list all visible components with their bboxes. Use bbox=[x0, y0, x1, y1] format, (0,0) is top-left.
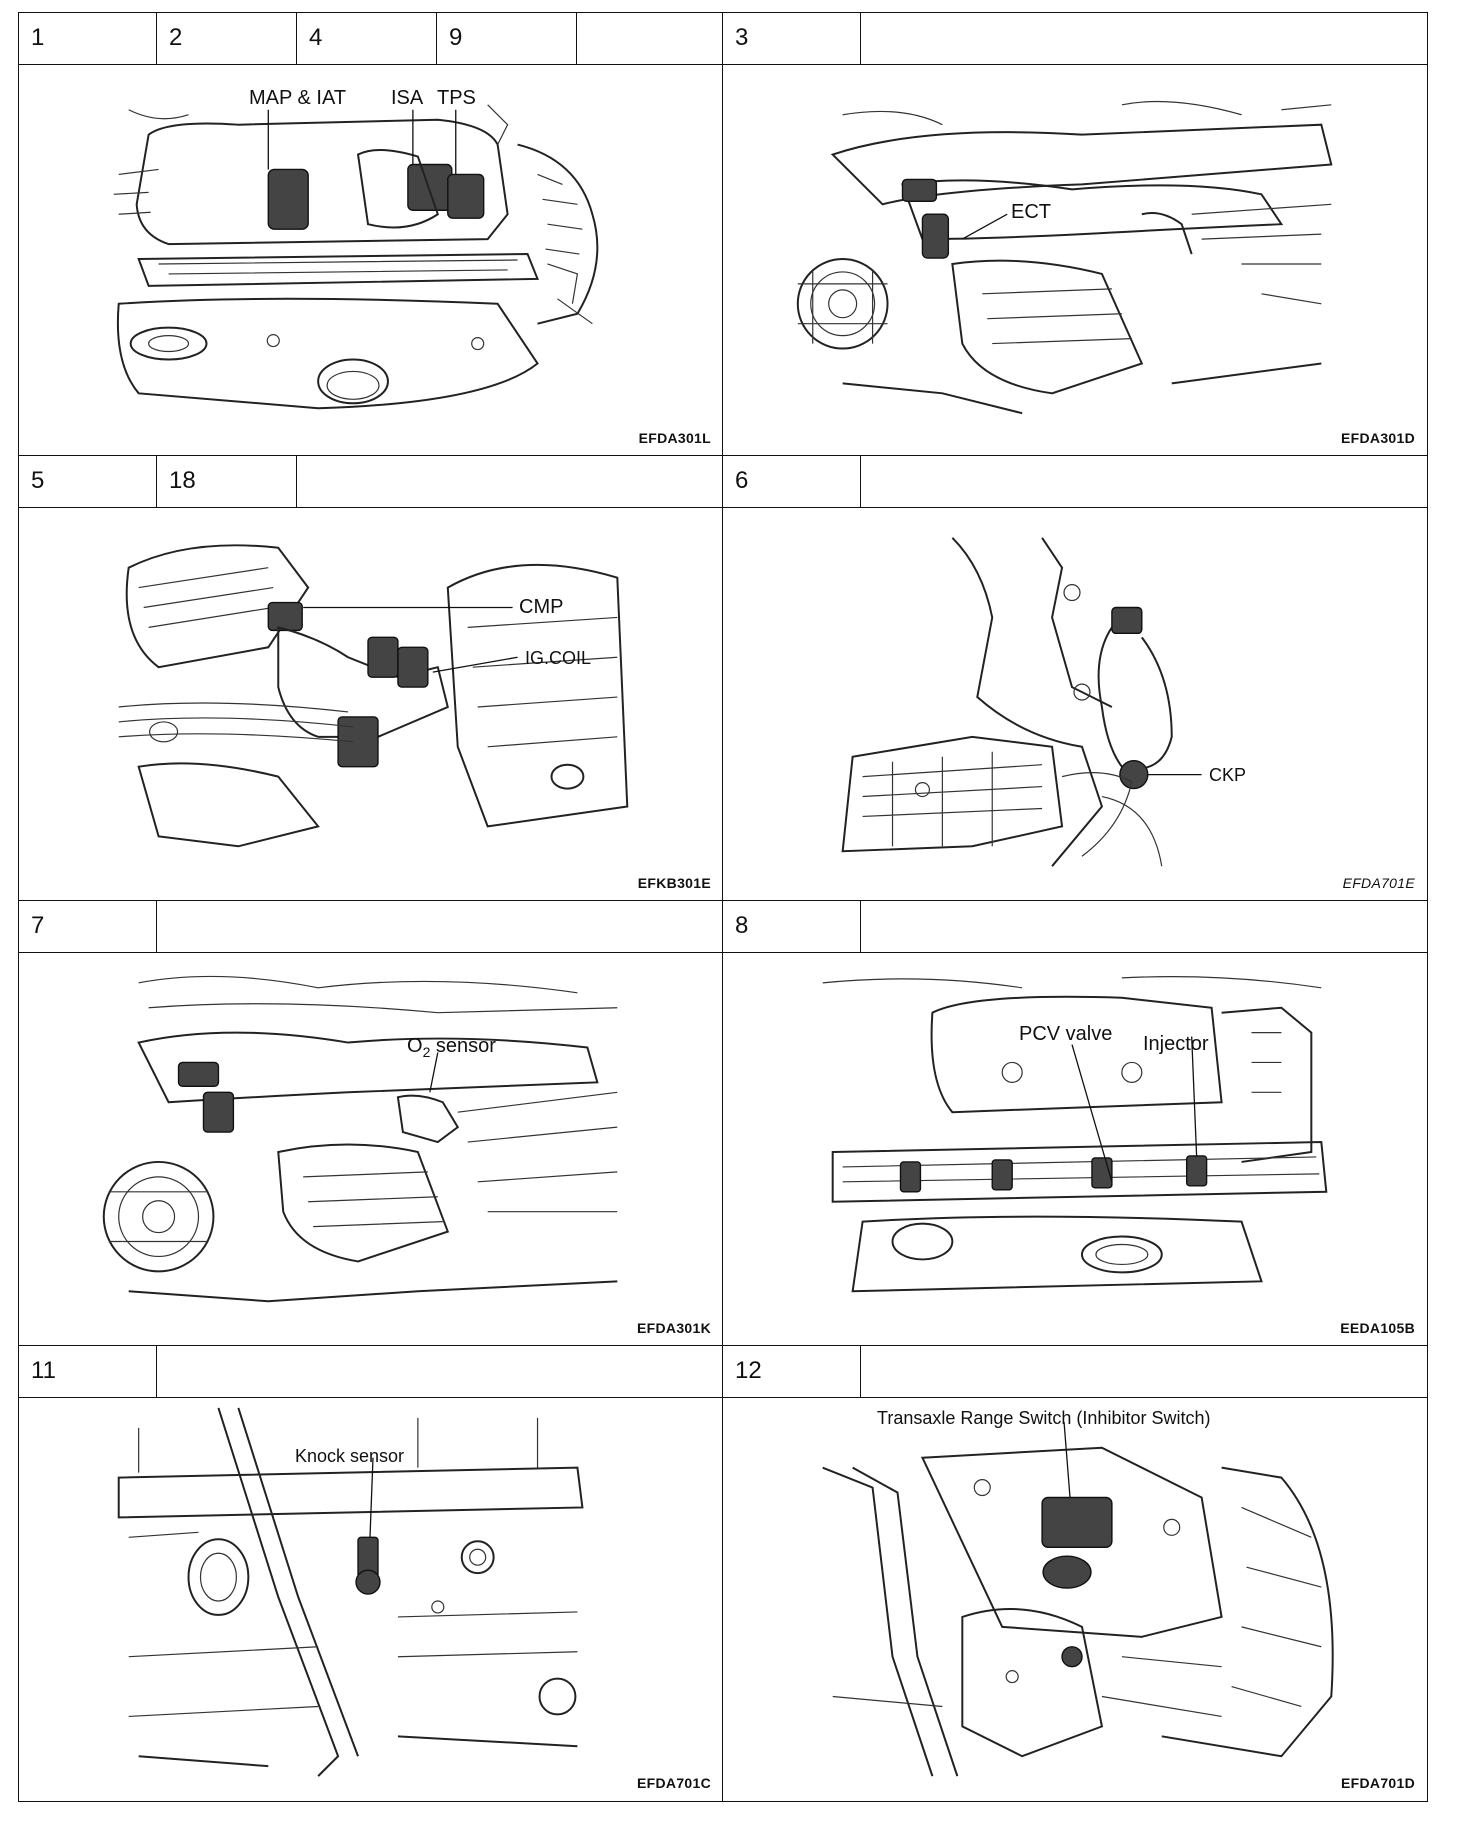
callout-o2-rest: sensor bbox=[430, 1035, 496, 1057]
index-tab: 2 bbox=[157, 13, 297, 64]
index-tab bbox=[861, 13, 1429, 64]
index-tab bbox=[861, 1346, 1429, 1397]
engine-drawing bbox=[841, 537, 1202, 867]
panel-pcv-injector: 8 PCV valv bbox=[722, 900, 1428, 1347]
engine-drawing bbox=[113, 104, 599, 410]
engine-illustration: CKP EFDA701E bbox=[723, 508, 1427, 901]
panel-ect: 3 ECT EFDA301D bbox=[722, 12, 1428, 457]
callout-transaxle-range-switch: Transaxle Range Switch (Inhibitor Switch… bbox=[877, 1408, 1211, 1428]
figure-code: EFDA301L bbox=[638, 430, 711, 446]
panel-knock-sensor: 11 Knock sensor EFDA70 bbox=[18, 1345, 724, 1802]
index-tab: 11 bbox=[19, 1346, 157, 1397]
engine-illustration: MAP & IAT ISA TPS EFDA301L bbox=[19, 65, 723, 456]
engine-drawing bbox=[796, 100, 1333, 415]
panel-header: 8 bbox=[723, 901, 1427, 953]
figure-code: EFKB301E bbox=[637, 875, 711, 891]
sensor-location-sheet: 1 2 4 9 bbox=[18, 12, 1428, 1802]
callout-map-iat: MAP & IAT bbox=[249, 87, 347, 109]
index-tab: 5 bbox=[19, 456, 157, 507]
panel-header: 7 bbox=[19, 901, 723, 953]
panel-header: 5 18 bbox=[19, 456, 723, 508]
callout-o2-subscript: 2 bbox=[422, 1044, 431, 1060]
figure-code: EFDA701C bbox=[637, 1775, 711, 1791]
figure-code: EFDA701D bbox=[1341, 1775, 1415, 1791]
panel-transaxle-range-switch: 12 Transaxle Range Switch (Inhibitor bbox=[722, 1345, 1428, 1802]
panel-cmp-ig-coil: 5 18 CMP IG.COIL EF bbox=[18, 455, 724, 902]
callout-ckp: CKP bbox=[1209, 765, 1247, 785]
index-tab: 18 bbox=[157, 456, 297, 507]
index-tab: 12 bbox=[723, 1346, 861, 1397]
engine-drawing bbox=[822, 976, 1328, 1293]
panel-header: 1 2 4 9 bbox=[19, 13, 723, 65]
index-tab bbox=[297, 456, 725, 507]
engine-illustration: PCV valve Injector EEDA105B bbox=[723, 953, 1427, 1346]
index-tab bbox=[157, 1346, 725, 1397]
callout-o2-sensor: O2 sensor bbox=[407, 1035, 496, 1060]
panel-header: 3 bbox=[723, 13, 1427, 65]
panel-map-isa-tps: 1 2 4 9 bbox=[18, 12, 724, 457]
index-tab: 6 bbox=[723, 456, 861, 507]
callout-knock-sensor: Knock sensor bbox=[295, 1446, 405, 1466]
panel-o2-sensor: 7 O2 sensor EFD bbox=[18, 900, 724, 1347]
index-tab: 8 bbox=[723, 901, 861, 952]
figure-code: EFDA701E bbox=[1342, 875, 1415, 891]
callout-isa: ISA bbox=[391, 87, 424, 109]
index-tab: 7 bbox=[19, 901, 157, 952]
index-tab bbox=[157, 901, 725, 952]
engine-illustration: O2 sensor EFDA301K bbox=[19, 953, 723, 1346]
callout-tps: TPS bbox=[437, 87, 476, 109]
callout-ect: ECT bbox=[1011, 201, 1051, 223]
engine-drawing bbox=[118, 544, 629, 848]
engine-drawing bbox=[117, 1407, 584, 1777]
engine-drawing bbox=[822, 1421, 1334, 1777]
callout-pcv-valve: PCV valve bbox=[1019, 1023, 1113, 1045]
index-tab bbox=[861, 456, 1429, 507]
panel-header: 12 bbox=[723, 1346, 1427, 1398]
panel-ckp: 6 CKP EFDA701E bbox=[722, 455, 1428, 902]
engine-drawing bbox=[102, 975, 618, 1303]
panel-header: 6 bbox=[723, 456, 1427, 508]
callout-o2-main: O bbox=[407, 1035, 423, 1057]
figure-code: EFDA301D bbox=[1341, 430, 1415, 446]
engine-illustration: Knock sensor EFDA701C bbox=[19, 1398, 723, 1801]
engine-illustration: Transaxle Range Switch (Inhibitor Switch… bbox=[723, 1398, 1427, 1801]
index-tab: 1 bbox=[19, 13, 157, 64]
panel-header: 11 bbox=[19, 1346, 723, 1398]
index-tab: 9 bbox=[437, 13, 577, 64]
index-tab bbox=[577, 13, 725, 64]
figure-code: EFDA301K bbox=[637, 1320, 711, 1336]
callout-cmp: CMP bbox=[519, 596, 564, 618]
engine-illustration: ECT EFDA301D bbox=[723, 65, 1427, 456]
callout-injector: Injector bbox=[1143, 1033, 1209, 1055]
index-tab: 4 bbox=[297, 13, 437, 64]
index-tab bbox=[861, 901, 1429, 952]
callout-ig-coil: IG.COIL bbox=[525, 648, 592, 668]
engine-illustration: CMP IG.COIL EFKB301E bbox=[19, 508, 723, 901]
index-tab: 3 bbox=[723, 13, 861, 64]
figure-code: EEDA105B bbox=[1340, 1320, 1415, 1336]
